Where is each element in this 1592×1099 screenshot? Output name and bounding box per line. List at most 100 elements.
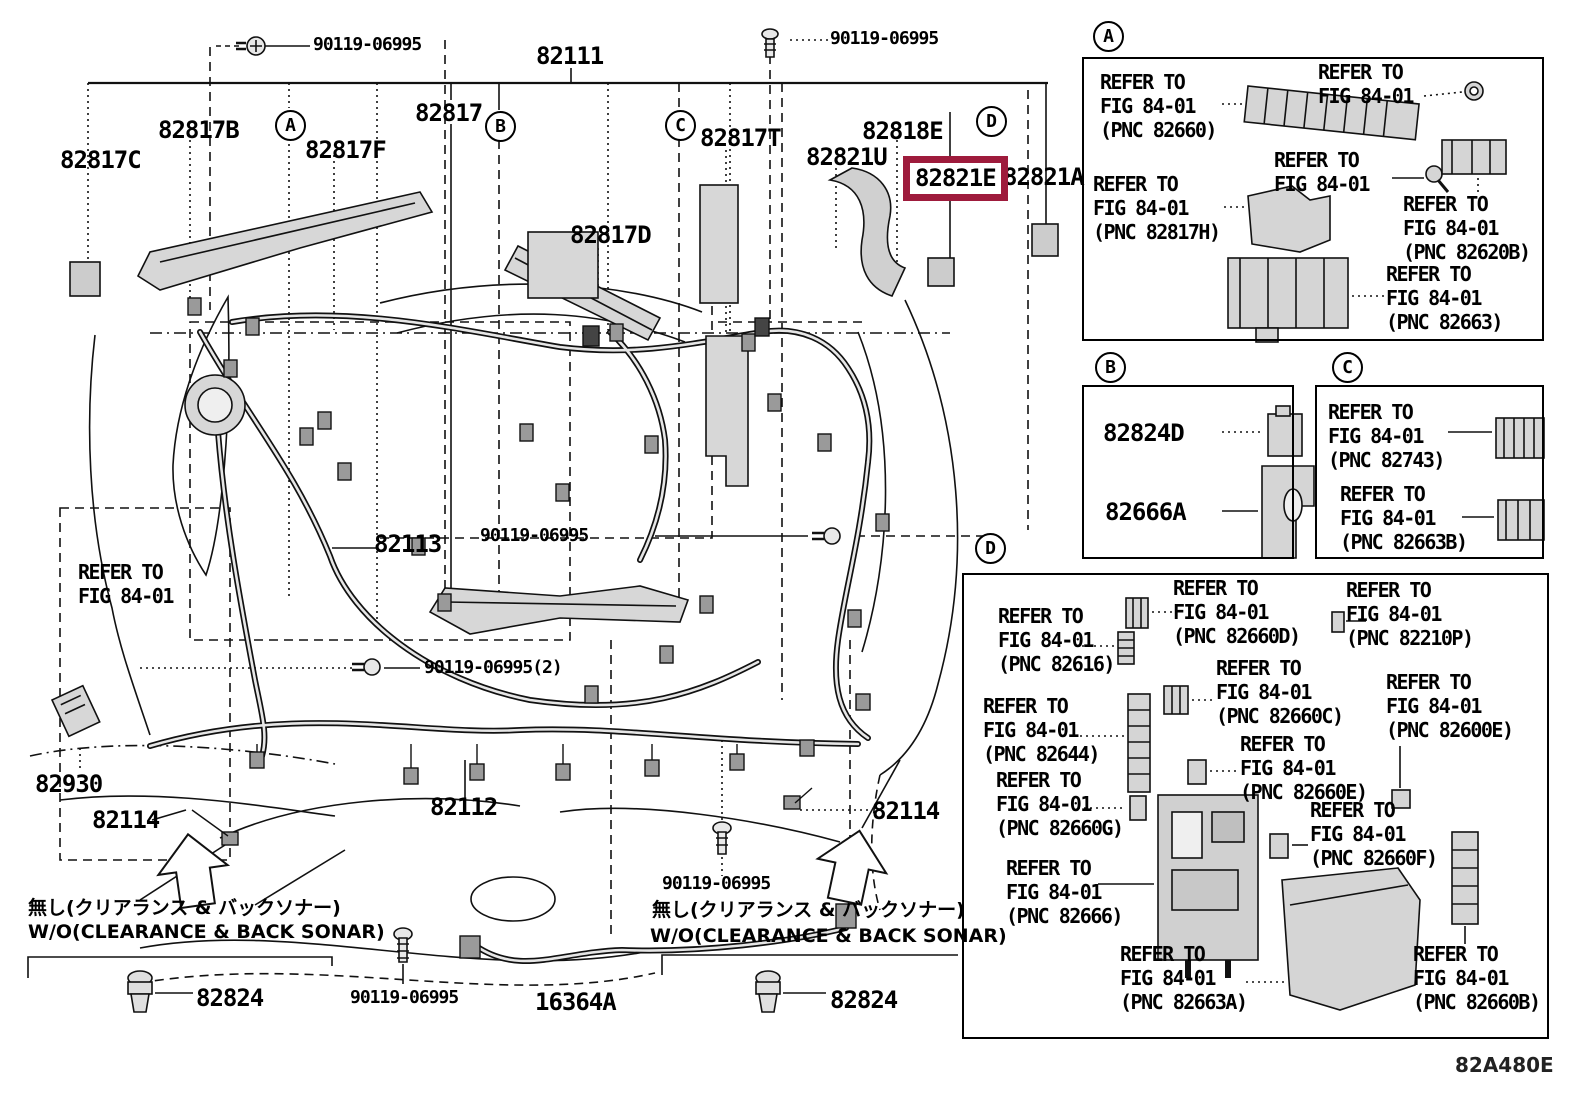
part-label-82821e-highlighted: 82821E bbox=[903, 156, 1008, 201]
part-label-90119-center: 90119-06995 bbox=[480, 525, 589, 546]
refer-line: REFER TO bbox=[1386, 670, 1472, 694]
part-label-82818e: 82818E bbox=[862, 117, 944, 145]
refer-note-pnc82663a: REFER TO FIG 84-01 (PNC 82663A) bbox=[1120, 942, 1248, 1014]
pnc-line: (PNC 82660E) bbox=[1240, 780, 1368, 804]
refer-line: REFER TO bbox=[998, 604, 1084, 628]
fig-line: FIG 84-01 bbox=[1403, 216, 1499, 240]
callout-b-panel: B bbox=[1095, 352, 1126, 383]
refer-line: REFER TO bbox=[1274, 148, 1360, 172]
fig-line: FIG 84-01 bbox=[1318, 84, 1414, 108]
refer-note-pnc82616: REFER TO FIG 84-01 (PNC 82616) bbox=[998, 604, 1115, 676]
detail-box-b bbox=[1082, 385, 1294, 559]
refer-line: REFER TO bbox=[1120, 942, 1206, 966]
fig-line: FIG 84-01 bbox=[1386, 286, 1482, 310]
fig-line: FIG 84-01 bbox=[1216, 680, 1312, 704]
pnc-line: (PNC 82616) bbox=[998, 652, 1115, 676]
pnc-line: (PNC 82666) bbox=[1006, 904, 1123, 928]
refer-line: REFER TO bbox=[1216, 656, 1302, 680]
wo-note-left-en: W/O(CLEARANCE & BACK SONAR) bbox=[28, 921, 385, 943]
refer-note-pnc82660f: REFER TO FIG 84-01 (PNC 82660F) bbox=[1310, 798, 1438, 870]
refer-line: REFER TO bbox=[1386, 262, 1472, 286]
fig-line: FIG 84-01 bbox=[1173, 600, 1269, 624]
refer-note-pnc82817h: REFER TO FIG 84-01 (PNC 82817H) bbox=[1093, 172, 1221, 244]
panel-d-glyphs bbox=[1078, 597, 1479, 1011]
refer-note-a-mid: REFER TO FIG 84-01 bbox=[1274, 148, 1370, 196]
refer-note-pnc82660c: REFER TO FIG 84-01 (PNC 82660C) bbox=[1216, 656, 1344, 728]
panel-c-glyphs bbox=[1448, 417, 1545, 541]
fig-line: FIG 84-01 bbox=[1386, 694, 1482, 718]
fig-line: FIG 84-01 bbox=[1413, 966, 1509, 990]
refer-note-pnc82666: REFER TO FIG 84-01 (PNC 82666) bbox=[1006, 856, 1123, 928]
callout-letter: C bbox=[675, 114, 686, 136]
part-label-82930: 82930 bbox=[35, 770, 103, 798]
callout-letter: C bbox=[1342, 356, 1353, 378]
refer-note-main: REFER TO FIG 84-01 bbox=[78, 560, 174, 608]
part-label-82821u: 82821U bbox=[806, 143, 888, 171]
callout-letter: D bbox=[985, 537, 996, 559]
pnc-line: (PNC 82663) bbox=[1386, 310, 1503, 334]
part-label-82112: 82112 bbox=[430, 793, 498, 821]
part-label-82114-left: 82114 bbox=[92, 806, 160, 834]
pnc-line: (PNC 82660B) bbox=[1413, 990, 1541, 1014]
part-label-90119-top-right: 90119-06995 bbox=[830, 28, 939, 49]
callout-a-panel: A bbox=[1093, 21, 1124, 52]
refer-line: REFER TO bbox=[1340, 482, 1426, 506]
fig-line: FIG 84-01 bbox=[1310, 822, 1406, 846]
part-label-82817: 82817 bbox=[415, 99, 483, 127]
refer-note-pnc82660b: REFER TO FIG 84-01 (PNC 82660B) bbox=[1413, 942, 1541, 1014]
refer-note-pnc82663b: REFER TO FIG 84-01 (PNC 82663B) bbox=[1340, 482, 1468, 554]
fig-line: FIG 84-01 bbox=[998, 628, 1094, 652]
callout-letter: B bbox=[1105, 356, 1116, 378]
part-label-82817t: 82817T bbox=[700, 124, 782, 152]
part-label-82817b: 82817B bbox=[158, 116, 240, 144]
refer-line: REFER TO bbox=[1173, 576, 1259, 600]
refer-note-a-top: REFER TO FIG 84-01 bbox=[1318, 60, 1414, 108]
wiring-harness bbox=[147, 312, 873, 964]
part-label-82817f: 82817F bbox=[305, 136, 387, 164]
connectors bbox=[187, 297, 890, 959]
pnc-line: (PNC 82660C) bbox=[1216, 704, 1344, 728]
refer-line: REFER TO bbox=[78, 560, 164, 584]
callout-d-panel: D bbox=[975, 533, 1006, 564]
part-label-82824d: 82824D bbox=[1103, 419, 1185, 447]
pnc-line: (PNC 82620B) bbox=[1403, 240, 1531, 264]
callout-letter: A bbox=[1103, 25, 1114, 47]
refer-note-pnc82600e: REFER TO FIG 84-01 (PNC 82600E) bbox=[1386, 670, 1514, 742]
figure-code: 82A480E bbox=[1455, 1053, 1554, 1077]
protector-parts bbox=[50, 167, 1059, 768]
fig-line: FIG 84-01 bbox=[78, 584, 174, 608]
refer-line: REFER TO bbox=[1318, 60, 1404, 84]
fig-line: FIG 84-01 bbox=[1100, 94, 1196, 118]
wo-note-right-jp: 無し(クリアランス & バックソナー) bbox=[652, 899, 965, 921]
screw-icons bbox=[236, 28, 841, 963]
refer-note-pnc82663: REFER TO FIG 84-01 (PNC 82663) bbox=[1386, 262, 1503, 334]
pnc-line: (PNC 82660G) bbox=[996, 816, 1124, 840]
refer-line: REFER TO bbox=[1413, 942, 1499, 966]
fig-line: FIG 84-01 bbox=[1120, 966, 1216, 990]
callout-letter: B bbox=[495, 115, 506, 137]
part-label-82114-right: 82114 bbox=[872, 797, 940, 825]
pnc-line: (PNC 82817H) bbox=[1093, 220, 1221, 244]
fig-line: FIG 84-01 bbox=[1240, 756, 1336, 780]
arrow-icons bbox=[156, 829, 889, 910]
part-label-82113: 82113 bbox=[374, 530, 442, 558]
fig-line: FIG 84-01 bbox=[1340, 506, 1436, 530]
part-label-90119-bottom: 90119-06995 bbox=[350, 987, 459, 1008]
part-label-90119-right: 90119-06995 bbox=[662, 873, 771, 894]
pnc-line: (PNC 82644) bbox=[983, 742, 1100, 766]
fig-line: FIG 84-01 bbox=[1346, 602, 1442, 626]
refer-line: REFER TO bbox=[983, 694, 1069, 718]
refer-line: REFER TO bbox=[1403, 192, 1489, 216]
detail-box-a bbox=[1082, 57, 1544, 341]
part-label-82824-left: 82824 bbox=[196, 984, 264, 1012]
fig-line: FIG 84-01 bbox=[983, 718, 1079, 742]
part-label-90119-x2: 90119-06995(2) bbox=[424, 657, 563, 678]
refer-note-pnc82660e: REFER TO FIG 84-01 (PNC 82660E) bbox=[1240, 732, 1368, 804]
refer-note-pnc82743: REFER TO FIG 84-01 (PNC 82743) bbox=[1328, 400, 1445, 472]
pnc-line: (PNC 82660F) bbox=[1310, 846, 1438, 870]
callout-a-main: A bbox=[275, 110, 306, 141]
refer-note-pnc82660g: REFER TO FIG 84-01 (PNC 82660G) bbox=[996, 768, 1124, 840]
pnc-line: (PNC 82663B) bbox=[1340, 530, 1468, 554]
